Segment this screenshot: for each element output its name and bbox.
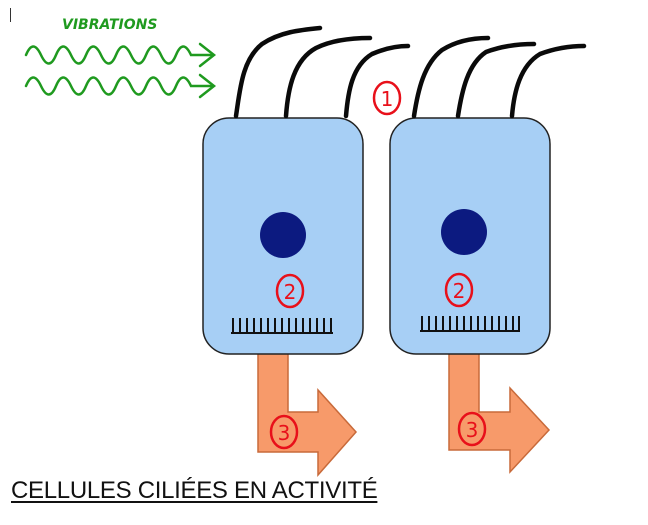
vibration-arrowhead-bottom <box>198 73 217 99</box>
marker-1-label: 1 <box>381 87 394 111</box>
stereocilia <box>411 35 587 119</box>
marker-2-right-label: 2 <box>453 279 466 303</box>
output-arrow-left <box>257 347 358 477</box>
stereocilia <box>233 25 411 119</box>
marker-2-left-label: 2 <box>284 280 297 304</box>
marker-3-left-label: 3 <box>278 421 291 445</box>
hair-cell-right <box>389 35 587 355</box>
marker-3-left: 3 <box>269 414 299 450</box>
vibration-wave-top <box>24 45 214 65</box>
marker-3-right: 3 <box>457 411 487 447</box>
marker-2-right: 2 <box>444 272 474 308</box>
marker-1: 1 <box>372 80 402 116</box>
vibration-arrowhead-top <box>198 42 217 68</box>
output-arrow-right <box>448 347 551 474</box>
vibration-waves <box>24 42 217 99</box>
marker-2-left: 2 <box>275 273 305 309</box>
diagram-caption: CELLULES CILIÉES EN ACTIVITÉ <box>11 477 378 504</box>
nucleus <box>260 212 306 258</box>
hair-cell-left <box>202 25 411 355</box>
nucleus <box>441 209 487 255</box>
synaptic-ribbon <box>231 318 333 334</box>
marker-3-right-label: 3 <box>466 418 479 442</box>
vibrations-label: VIBRATIONS <box>62 17 157 33</box>
text-cursor <box>10 8 11 22</box>
vibration-wave-bottom <box>24 76 214 96</box>
synaptic-ribbon <box>420 316 520 332</box>
